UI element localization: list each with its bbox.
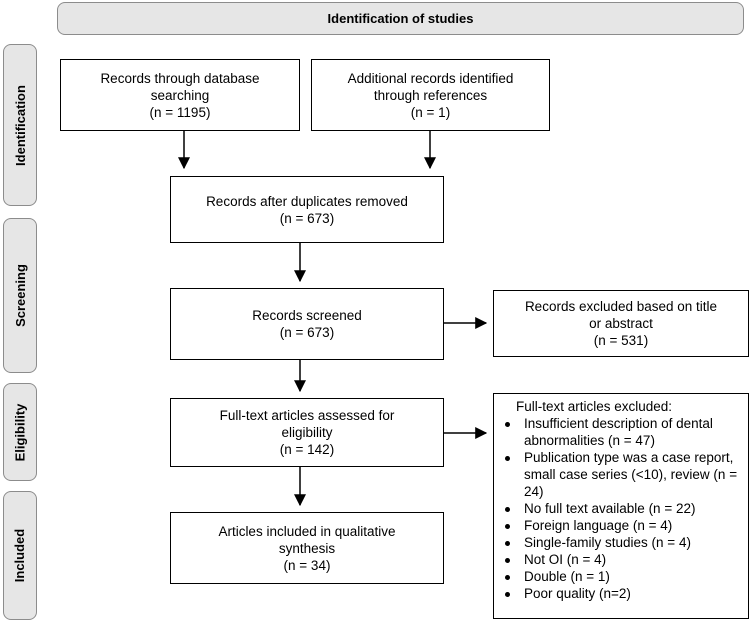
exclusion-reason: Double (n = 1)	[502, 568, 740, 585]
records-screened-box: Records screened (n = 673)	[170, 288, 444, 360]
duplicates-removed-count: (n = 673)	[279, 210, 335, 226]
exclusion-reason: Poor quality (n=2)	[502, 585, 740, 602]
duplicates-removed-line1: Records after duplicates removed	[206, 193, 408, 209]
articles-included-line2: synthesis	[278, 540, 336, 556]
fulltext-assessed-count: (n = 142)	[279, 442, 335, 457]
articles-included-box: Articles included in qualitative synthes…	[170, 512, 444, 584]
stage-screening: Screening	[3, 218, 37, 373]
additional-records-line2: through references	[373, 87, 488, 103]
duplicates-removed-box: Records after duplicates removed (n = 67…	[170, 176, 444, 243]
flow-header-title: Identification of studies	[327, 11, 474, 26]
records-screened-line1: Records screened	[252, 308, 362, 323]
records-excluded-line2: or abstract	[589, 316, 653, 331]
exclusion-reasons-list: Insufficient description of dental abnor…	[502, 415, 740, 602]
database-records-line2: searching	[150, 87, 210, 103]
records-screened-count: (n = 673)	[279, 325, 335, 340]
fulltext-excluded-box: Full-text articles excluded: Insufficien…	[493, 393, 749, 619]
articles-included-count: (n = 34)	[283, 557, 331, 573]
stage-eligibility: Eligibility	[3, 383, 37, 481]
additional-records-count: (n = 1)	[410, 104, 451, 120]
articles-included-line1: Articles included in qualitative	[218, 523, 396, 539]
stage-identification: Identification	[3, 44, 37, 206]
exclusion-reason: Not OI (n = 4)	[502, 551, 740, 568]
flow-header: Identification of studies	[57, 2, 744, 35]
exclusion-reason: Single-family studies (n = 4)	[502, 534, 740, 551]
stage-included: Included	[3, 491, 37, 620]
additional-records-box: Additional records identified through re…	[311, 59, 550, 131]
fulltext-assessed-line1: Full-text articles assessed for	[219, 408, 395, 423]
exclusion-reason: Foreign language (n = 4)	[502, 517, 740, 534]
records-excluded-line1: Records excluded based on title	[524, 299, 718, 314]
exclusion-reason: Insufficient description of dental abnor…	[502, 415, 740, 449]
records-excluded-count: (n = 531)	[593, 333, 649, 348]
exclusion-reason: Publication type was a case report, smal…	[502, 449, 740, 500]
additional-records-line1: Additional records identified	[347, 70, 514, 86]
database-records-box: Records through database searching (n = …	[60, 59, 300, 131]
database-records-line1: Records through database	[100, 70, 260, 86]
database-records-count: (n = 1195)	[149, 104, 211, 120]
exclusion-reason: No full text available (n = 22)	[502, 500, 740, 517]
fulltext-excluded-title: Full-text articles excluded:	[516, 399, 673, 414]
fulltext-assessed-line2: eligibility	[281, 425, 333, 440]
fulltext-assessed-box: Full-text articles assessed for eligibil…	[170, 398, 444, 467]
records-excluded-box: Records excluded based on title or abstr…	[493, 290, 749, 357]
